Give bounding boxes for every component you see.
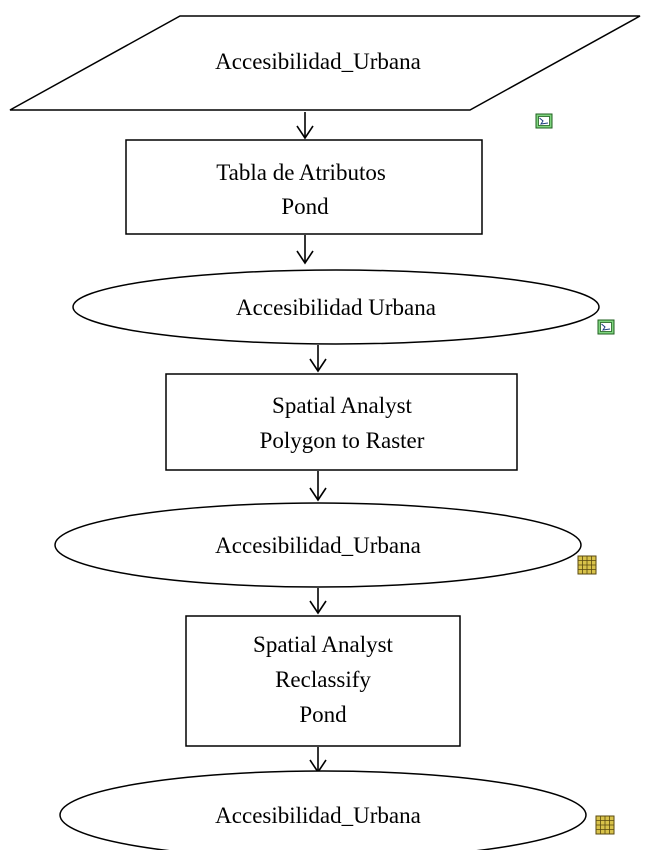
flow-arrow xyxy=(296,112,314,140)
reclassify-label-line-2: Reclassify xyxy=(275,667,371,692)
vector-layer-icon xyxy=(597,319,615,335)
raster-grid-icon xyxy=(577,555,597,575)
output-layer-label: Accesibilidad_Urbana xyxy=(215,803,421,828)
reclassify-node: Spatial Analyst Reclassify Pond xyxy=(185,615,461,747)
polygon-to-raster-label-line-2: Polygon to Raster xyxy=(260,428,425,453)
attribute-table-label-line-1: Tabla de Atributos xyxy=(216,160,386,185)
polygon-to-raster-node: Spatial Analyst Polygon to Raster xyxy=(165,373,518,471)
flow-arrow xyxy=(309,588,327,615)
polygon-to-raster-label-line-1: Spatial Analyst xyxy=(272,393,413,418)
reclassify-label-line-3: Pond xyxy=(299,702,347,727)
flow-arrow xyxy=(309,747,327,774)
vector-layer-icon xyxy=(535,113,553,129)
flow-arrow xyxy=(309,345,327,373)
raster-layer-label: Accesibilidad_Urbana xyxy=(215,533,421,558)
raster-grid-icon xyxy=(595,815,615,835)
vector-layer-label: Accesibilidad Urbana xyxy=(236,295,436,320)
attribute-table-node: Tabla de Atributos Pond xyxy=(125,139,483,235)
raster-layer-node: Accesibilidad_Urbana xyxy=(54,502,582,588)
attribute-table-label-line-2: Pond xyxy=(281,194,329,219)
input-data-node: Accesibilidad_Urbana xyxy=(9,15,641,111)
input-data-label: Accesibilidad_Urbana xyxy=(215,49,421,74)
flow-arrow xyxy=(309,471,327,502)
flow-arrow xyxy=(296,235,314,265)
output-layer-node: Accesibilidad_Urbana xyxy=(59,770,587,850)
vector-layer-node: Accesibilidad Urbana xyxy=(72,269,600,345)
reclassify-label-line-1: Spatial Analyst xyxy=(253,632,394,657)
